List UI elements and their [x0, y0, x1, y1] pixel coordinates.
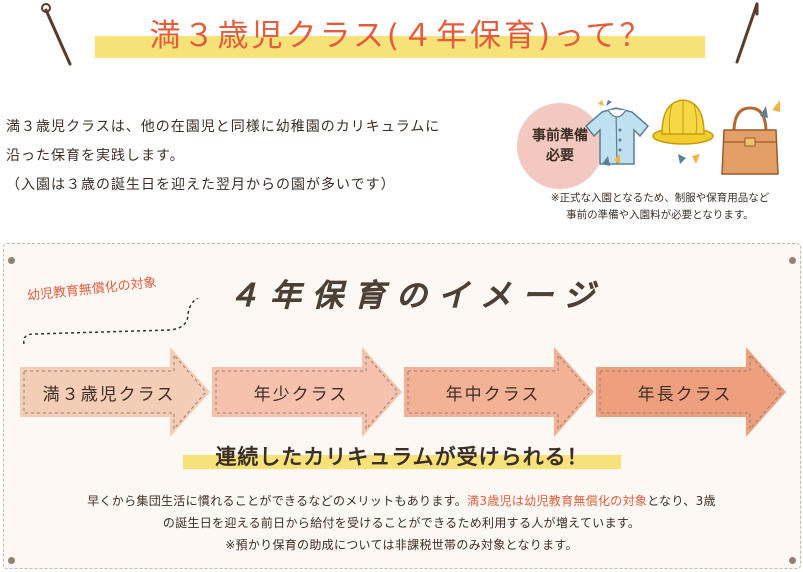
- bottom-line-3: ※預かり保育の助成については非課税世帯のみ対象となります。: [225, 538, 578, 552]
- arrow-shape: [212, 347, 402, 437]
- sparkle-icon: [678, 154, 700, 164]
- deco-stick-right-icon: [735, 2, 759, 64]
- subsidy-brace: [22, 298, 199, 345]
- sparkle-icon: [760, 100, 780, 118]
- class-label: 年中クラス: [445, 384, 541, 405]
- bottom-text: 早くから集団生活に慣れることができるなどのメリットもあります。: [87, 494, 468, 508]
- note-line: 事前の準備や入園料が必要となります。: [566, 209, 754, 221]
- badge-line: 事前準備: [532, 128, 588, 144]
- sparkle-icon: [602, 154, 620, 166]
- arrow-class-1: 年少クラス: [212, 347, 402, 437]
- bottom-text: となり、3歳: [647, 494, 716, 508]
- yellow-hat-icon: [652, 99, 714, 145]
- badge-line: 必要: [546, 148, 574, 164]
- bottom-line-2: の誕生日を迎える前日から給付を受けることができるため利用する人が増えています。: [162, 516, 641, 530]
- continuous-curriculum-heading: 連続したカリキュラムが受けられる！: [215, 445, 589, 469]
- intro-line: （入園は３歳の誕生日を迎えた翌月からの園が多いです）: [6, 177, 396, 193]
- arrow-shape: [596, 347, 786, 437]
- class-label: 年少クラス: [253, 384, 349, 405]
- title-highlight: [95, 36, 705, 58]
- bag-icon: [721, 106, 779, 175]
- header: 満３歳児クラス(４年保育)って？: [0, 0, 803, 70]
- continuous-highlight: [183, 455, 621, 469]
- bottom-description: 早くから集団生活に慣れることができるなどのメリットもあります。満3歳児は幼児教育…: [10, 490, 793, 556]
- note-line: ※正式な入園となるため、制服や保育用品など: [550, 192, 770, 204]
- pin-icon: [789, 557, 796, 564]
- preparation-badge: 事前準備 必要: [517, 103, 603, 189]
- class-label: 満３歳児クラス: [42, 384, 176, 405]
- arrow-class-2: 年中クラス: [404, 347, 594, 437]
- deco-stick-left-icon: [41, 3, 72, 66]
- arrow-shape: [20, 347, 210, 437]
- bottom-line-1: 早くから集団生活に慣れることができるなどのメリットもあります。満3歳児は幼児教育…: [10, 490, 793, 512]
- intro-text: 満３歳児クラスは、他の在園児と同様に幼稚園のカリキュラムに 沿った保育を実践しま…: [6, 113, 486, 200]
- preparation-note: ※正式な入園となるため、制服や保育用品など 事前の準備や入園料が必要となります。: [526, 190, 794, 224]
- panel-title: ４年保育のイメージ: [228, 278, 606, 314]
- arrow-shape: [404, 347, 594, 437]
- intro-line: 満３歳児クラスは、他の在園児と同様に幼稚園のカリキュラムに: [6, 119, 441, 135]
- arrow-class-0: 満３歳児クラス: [20, 347, 210, 437]
- arrow-class-3: 年長クラス: [596, 347, 786, 437]
- pin-icon: [789, 257, 796, 264]
- subsidy-highlight-text: 満3歳児は幼児教育無償化の対象: [467, 494, 648, 508]
- pin-icon: [8, 557, 15, 564]
- class-label: 年長クラス: [637, 384, 733, 405]
- pin-icon: [8, 257, 15, 264]
- baby-jacket-icon: [584, 100, 650, 165]
- intro-line: 沿った保育を実践します。: [6, 148, 185, 164]
- page-title: 満３歳児クラス(４年保育)って？: [149, 18, 654, 54]
